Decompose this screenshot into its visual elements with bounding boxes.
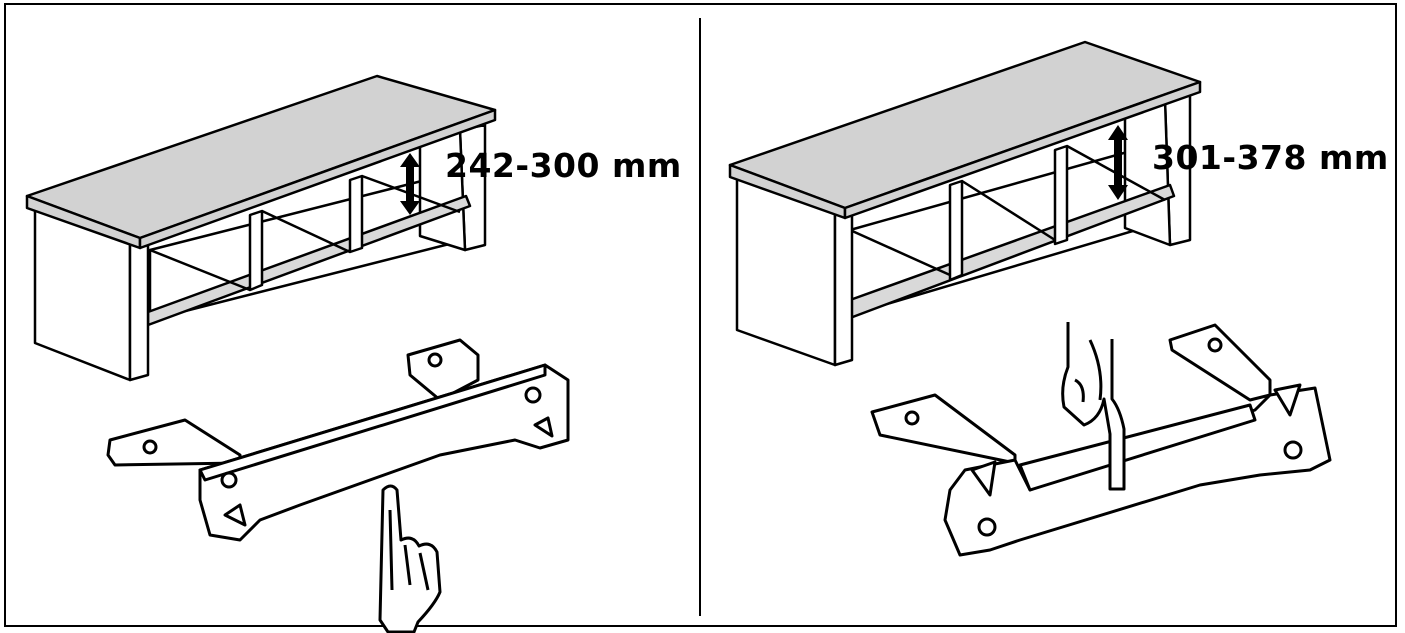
height-range-label-high: 301-378 mm (1152, 138, 1389, 177)
pointing-hand-icon (1061, 322, 1126, 491)
height-range-label-low: 242-300 mm (445, 146, 682, 185)
bench-high (728, 40, 1202, 367)
double-arrow-icon (1108, 125, 1128, 200)
double-arrow-icon (400, 153, 420, 215)
pointing-hand-icon (378, 484, 442, 633)
panel-divider (699, 18, 701, 616)
bracket-high (870, 323, 1332, 557)
bracket-low (106, 338, 570, 542)
bench-low (25, 74, 497, 382)
